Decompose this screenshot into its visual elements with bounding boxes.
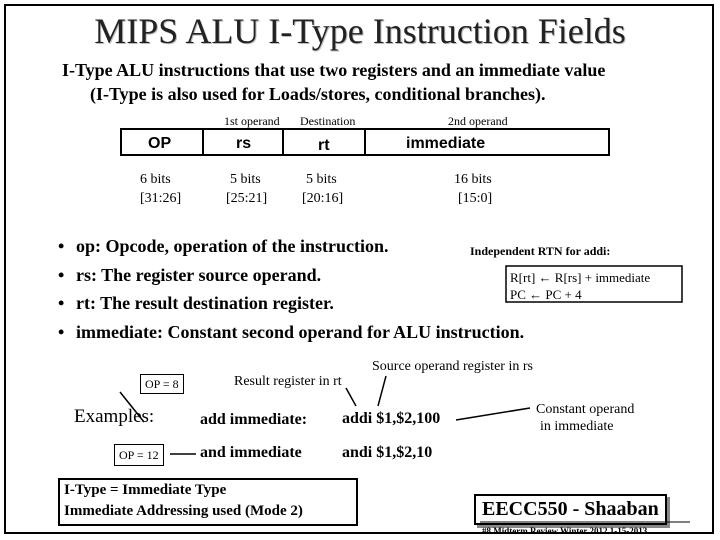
bullet-op: op: Opcode, operation of the instruction… bbox=[76, 236, 389, 256]
field-rs-bits: 5 bits bbox=[230, 172, 261, 187]
field-immediate-bits: 16 bits bbox=[454, 172, 492, 187]
label-destination: Destination bbox=[300, 114, 356, 128]
rtn-box bbox=[505, 265, 683, 303]
subtitle-line-2: (I-Type is also used for Loads/stores, c… bbox=[90, 84, 546, 104]
field-rs-range: [25:21] bbox=[226, 191, 268, 206]
examples-label: Examples: bbox=[74, 406, 155, 427]
field-rt-range: [20:16] bbox=[302, 191, 344, 206]
constant-leader bbox=[455, 407, 531, 421]
field-divider bbox=[364, 128, 366, 156]
bullet-dot: • bbox=[58, 265, 65, 285]
subtitle-line-1: I-Type ALU instructions that use two reg… bbox=[62, 60, 606, 80]
result-rt-leader bbox=[345, 387, 357, 407]
annotation-constant-line-1: Constant operand bbox=[536, 402, 635, 417]
field-op: OP bbox=[148, 135, 172, 152]
opcode-8-label: OP = 8 bbox=[140, 374, 184, 394]
bullet-dot: • bbox=[58, 236, 65, 256]
footer-itype-line-1: I-Type = Immediate Type bbox=[64, 482, 227, 498]
bullet-dot: • bbox=[58, 293, 65, 313]
example-1-name: add immediate: bbox=[200, 411, 308, 428]
field-rt: rt bbox=[318, 137, 330, 154]
slide-frame bbox=[4, 4, 714, 534]
course-title-badge: EECC550 - Shaaban bbox=[474, 494, 667, 525]
opcode-8-leader bbox=[119, 391, 145, 423]
footer-itype-line-2: Immediate Addressing used (Mode 2) bbox=[64, 503, 303, 519]
source-rs-leader bbox=[377, 375, 387, 407]
field-divider bbox=[202, 128, 204, 156]
example-1-code: addi $1,$2,100 bbox=[342, 410, 441, 427]
field-op-bits: 6 bits bbox=[140, 172, 171, 187]
bullet-rt: rt: The result destination register. bbox=[76, 293, 334, 313]
field-divider bbox=[282, 128, 284, 156]
bullet-immediate: immediate: Constant second operand for A… bbox=[76, 322, 525, 342]
footer-meta: #8 Midterm Review Winter 2012 1-15-2013 bbox=[482, 526, 648, 536]
slide-title: MIPS ALU I-Type Instruction Fields bbox=[94, 11, 626, 51]
field-immediate-range: [15:0] bbox=[458, 191, 493, 206]
label-first-operand: 1st operand bbox=[224, 114, 280, 128]
annotation-source-rs: Source operand register in rs bbox=[372, 359, 533, 374]
field-rs: rs bbox=[236, 135, 252, 152]
bullet-dot: • bbox=[58, 322, 65, 342]
rtn-line-2: PC ← PC + 4 bbox=[510, 287, 582, 302]
field-op-range: [31:26] bbox=[140, 191, 182, 206]
annotation-result-rt: Result register in rt bbox=[234, 374, 342, 389]
example-2-name: and immediate bbox=[200, 444, 302, 461]
field-rt-bits: 5 bits bbox=[306, 172, 337, 187]
field-immediate: immediate bbox=[406, 135, 486, 152]
footer-itype-box bbox=[58, 478, 358, 526]
label-second-operand: 2nd operand bbox=[448, 114, 508, 128]
rtn-heading: Independent RTN for addi: bbox=[470, 244, 611, 258]
example-2-code: andi $1,$2,10 bbox=[342, 444, 433, 461]
rtn-line-1: R[rt] ← R[rs] + immediate bbox=[510, 270, 651, 285]
opcode-12-label: OP = 12 bbox=[114, 444, 164, 466]
bullet-rs: rs: The register source operand. bbox=[76, 265, 322, 285]
annotation-constant-line-2: in immediate bbox=[540, 419, 614, 434]
